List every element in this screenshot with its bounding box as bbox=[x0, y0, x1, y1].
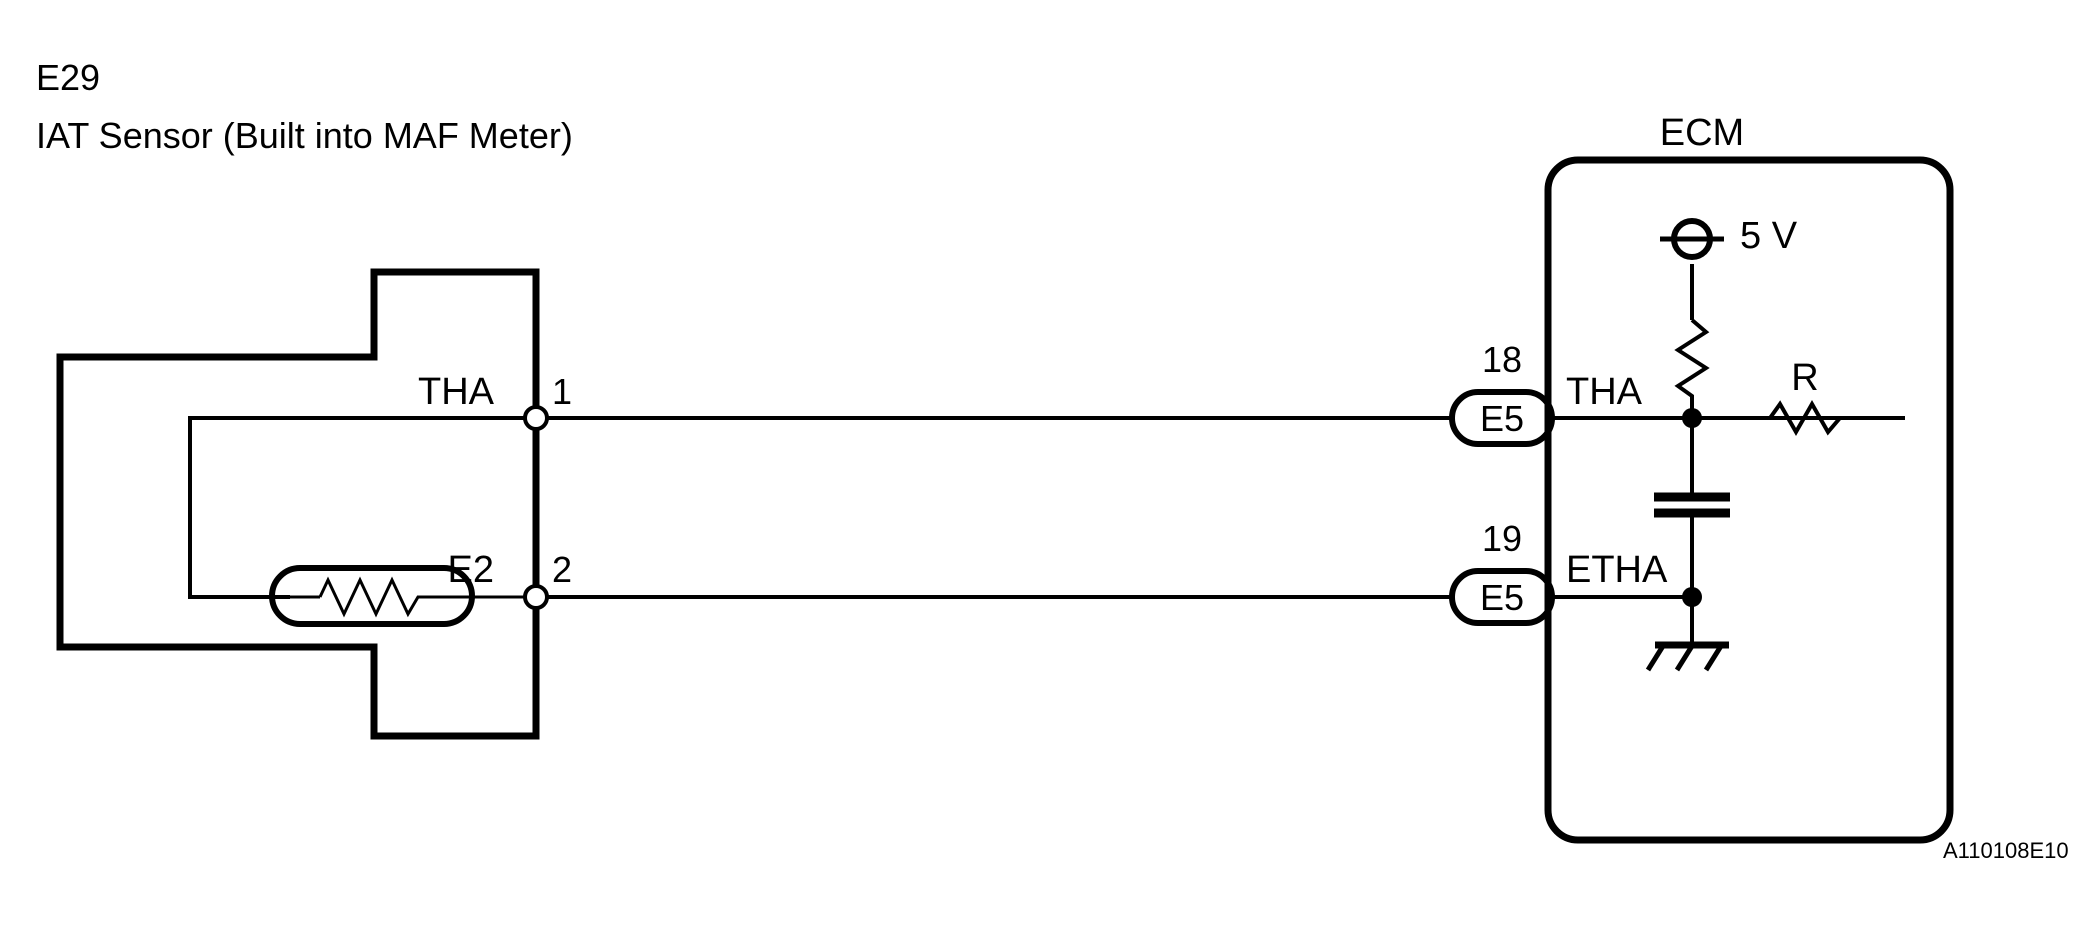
ecm-pin19-number-label: 19 bbox=[1482, 518, 1522, 559]
sensor-body-outline bbox=[56, 268, 540, 740]
junction-dot-etha bbox=[1682, 587, 1702, 607]
sensor-terminal1-pin-label: 1 bbox=[552, 371, 572, 412]
junction-dot-tha bbox=[1682, 408, 1702, 428]
ground-symbol bbox=[1645, 641, 1729, 672]
ecm-pin19-connector-label: E5 bbox=[1480, 577, 1524, 618]
ecm-pin18-connector-label: E5 bbox=[1480, 398, 1524, 439]
ecm-internal-circuit bbox=[1548, 264, 1905, 645]
sensor-terminal2-node bbox=[523, 584, 549, 610]
ecm-pin19-signal-label: ETHA bbox=[1566, 549, 1668, 591]
ecm-connector-pin18: E5 18 bbox=[1449, 339, 1555, 447]
ecm-box bbox=[1544, 156, 1954, 844]
sensor-terminal1-signal-label: THA bbox=[418, 371, 495, 413]
figure-id-label: A110108E10 bbox=[1943, 838, 2069, 863]
sensor-internal-wiring bbox=[188, 416, 533, 599]
five-volt-label: 5 V bbox=[1740, 215, 1798, 257]
thermistor-symbol bbox=[269, 565, 533, 627]
ecm-connector-pin19: E5 19 bbox=[1449, 518, 1555, 626]
series-resistor-label: R bbox=[1791, 357, 1818, 399]
sensor-name-label: IAT Sensor (Built into MAF Meter) bbox=[36, 115, 573, 156]
series-resistor-R bbox=[1768, 399, 1842, 437]
sensor-terminal1-node bbox=[523, 405, 549, 431]
ecm-pin18-number-label: 18 bbox=[1482, 339, 1522, 380]
five-volt-source-symbol bbox=[1660, 218, 1724, 260]
ecm-title-label: ECM bbox=[1660, 112, 1744, 154]
ecm-pin18-signal-label: THA bbox=[1566, 371, 1643, 413]
sensor-terminal2-signal-label: E2 bbox=[448, 549, 494, 591]
sensor-terminal2-pin-label: 2 bbox=[552, 549, 572, 590]
sensor-connector-code: E29 bbox=[36, 57, 100, 98]
